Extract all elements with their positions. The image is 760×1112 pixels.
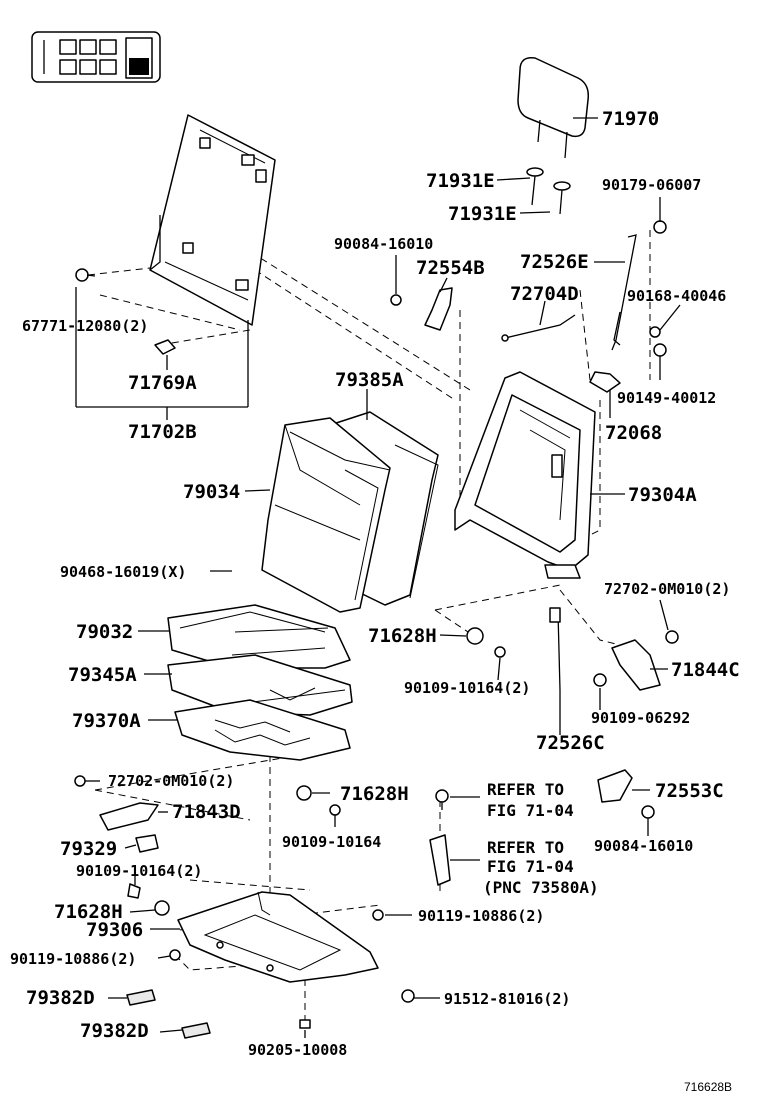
label-72526E: 72526E — [520, 251, 589, 273]
pad-79382D-1 — [126, 989, 156, 1006]
nut-71628H-left — [154, 900, 170, 916]
bolt-90109-left — [127, 883, 141, 899]
label-90084-16010-low: 90084-16010 — [594, 837, 693, 855]
label-90109-10164-mid: 90109-10164(2) — [404, 679, 530, 697]
part-79329 — [135, 834, 159, 853]
seatback-frame — [454, 371, 596, 579]
label-leaders — [75, 117, 681, 1038]
label-72702-0M010-left: 72702-0M010(2) — [108, 772, 234, 790]
figure-id: 716628B — [684, 1080, 732, 1094]
label-72704D: 72704D — [510, 283, 579, 305]
label-71931E-1: 71931E — [426, 170, 495, 192]
label-90119-10886-left: 90119-10886(2) — [10, 950, 136, 968]
label-79306: 79306 — [86, 919, 143, 941]
clip-90119-left — [169, 949, 181, 961]
rod-72526E — [611, 234, 637, 351]
label-72526C: 72526C — [536, 732, 605, 754]
fastener-72702-right — [665, 630, 679, 644]
plug-90205 — [299, 1019, 311, 1029]
bolt-90109-low — [329, 804, 341, 816]
headrest-guide-1 — [526, 167, 544, 206]
label-79382D-2: 79382D — [80, 1020, 149, 1042]
bracket-72553C — [597, 769, 633, 803]
headrest — [517, 57, 590, 159]
label-79032: 79032 — [76, 621, 133, 643]
label-90119-10886-right: 90119-10886(2) — [418, 907, 544, 925]
label-71628H-low: 71628H — [340, 783, 409, 805]
label-72068: 72068 — [605, 422, 662, 444]
seat-frame — [174, 699, 351, 761]
buckle-refer-2 — [429, 834, 451, 886]
label-90109-06292: 90109-06292 — [591, 709, 690, 727]
label-90109-10164-left: 90109-10164(2) — [76, 862, 202, 880]
seat-cushion — [167, 604, 351, 669]
label-67771-12080: 67771-12080(2) — [22, 317, 148, 335]
refer-1-line2: FIG 71-04 — [487, 801, 574, 820]
refer-2-line1: REFER TO — [487, 838, 564, 857]
bolt-90149 — [653, 343, 667, 357]
rod-72526C — [549, 607, 561, 691]
label-79034: 79034 — [183, 481, 240, 503]
label-71931E-2: 71931E — [448, 203, 517, 225]
label-71628H-mid: 71628H — [368, 625, 437, 647]
label-72553C: 72553C — [655, 780, 724, 802]
label-72702-0M010-right: 72702-0M010(2) — [604, 580, 730, 598]
headrest-guide-2 — [553, 181, 571, 215]
label-71843D: 71843D — [172, 801, 241, 823]
label-90168-40046: 90168-40046 — [627, 287, 726, 305]
label-71769A: 71769A — [128, 372, 197, 394]
label-91512-81016: 91512-81016(2) — [444, 990, 570, 1008]
bolt-90084-low — [641, 805, 655, 819]
bolt-91512 — [401, 989, 415, 1003]
label-90109-10164-low: 90109-10164 — [282, 833, 381, 851]
bolt-90179 — [653, 220, 667, 234]
label-79382D-1: 79382D — [26, 987, 95, 1009]
seat-base — [177, 891, 379, 983]
label-90149-40012: 90149-40012 — [617, 389, 716, 407]
clip-71769A — [154, 339, 176, 355]
seat-pad — [167, 654, 353, 716]
clip-90119-right — [372, 909, 384, 921]
refer-2-line3: (PNC 73580A) — [483, 878, 599, 897]
label-90084-16010-top: 90084-16010 — [334, 235, 433, 253]
fastener-72702-left — [74, 775, 86, 787]
nut-71628H-mid — [466, 627, 484, 645]
label-79370A: 79370A — [72, 710, 141, 732]
refer-1-line1: REFER TO — [487, 780, 564, 799]
label-90468-16019: 90468-16019(X) — [60, 563, 186, 581]
bracket-71843D — [99, 802, 159, 831]
label-90179-06007: 90179-06007 — [602, 176, 701, 194]
seatback-board — [149, 114, 276, 326]
bolt-90109-mid — [494, 646, 506, 658]
refer-2-line2: FIG 71-04 — [487, 857, 574, 876]
cable-72704D — [501, 314, 576, 342]
label-79345A: 79345A — [68, 664, 137, 686]
bracket-72554B — [390, 287, 453, 331]
bolt-90168 — [649, 326, 661, 338]
label-71970: 71970 — [602, 108, 659, 130]
label-90205-10008: 90205-10008 — [248, 1041, 347, 1059]
nut-71628H-low — [296, 785, 312, 801]
label-79304A: 79304A — [628, 484, 697, 506]
part-72068 — [589, 371, 621, 393]
label-71628H-left: 71628H — [54, 901, 123, 923]
pad-79382D-2 — [181, 1022, 211, 1039]
seatback-cushion — [261, 411, 439, 613]
label-79329: 79329 — [60, 838, 117, 860]
label-79385A: 79385A — [335, 369, 404, 391]
part-labels: 71970 71931E 71931E 90179-06007 90084-16… — [10, 108, 740, 1094]
bolt-90109-06292 — [593, 673, 607, 687]
clip-67771 — [75, 268, 96, 282]
seat-locator-icon — [31, 31, 161, 83]
label-71702B: 71702B — [128, 421, 197, 443]
bracket-71844C — [611, 639, 661, 691]
bolt-refer-1 — [435, 789, 449, 810]
label-71844C: 71844C — [671, 659, 740, 681]
label-72554B: 72554B — [416, 257, 485, 279]
